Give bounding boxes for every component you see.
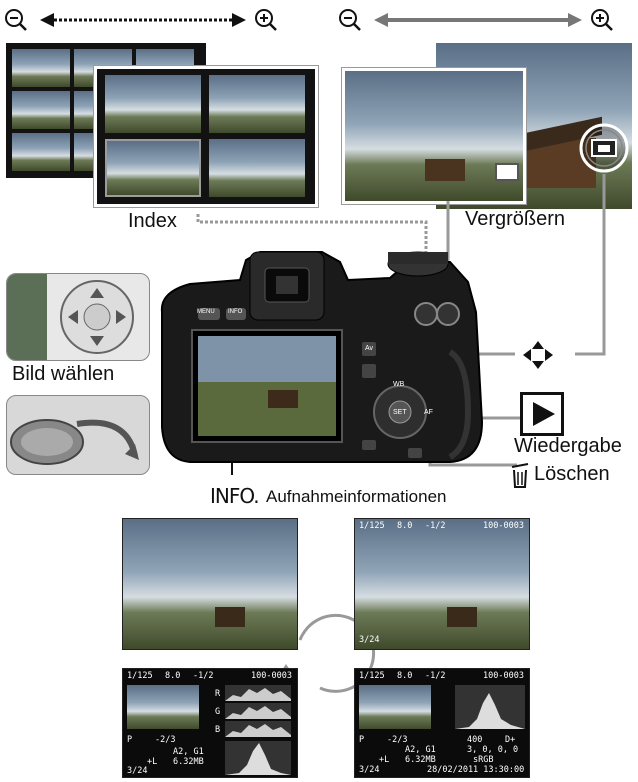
exposure-comp: -1/2 xyxy=(425,671,445,681)
flash-comp: -2/3 xyxy=(155,735,175,745)
wb-shift: A2, G1 xyxy=(173,747,204,757)
rgb-histograms xyxy=(225,685,291,775)
exposure-comp: -1/2 xyxy=(193,671,213,681)
shutter-speed: 1/125 xyxy=(359,671,385,681)
frame-counter: 3/24 xyxy=(127,766,147,776)
image-quality: +L xyxy=(379,755,389,765)
file-number: 100-0003 xyxy=(251,671,292,681)
display-rgb-histogram: 1/125 8.0 -1/2 100-0003 R G B P -2/3 A2,… xyxy=(122,668,298,778)
histogram-r-label: R xyxy=(215,689,220,699)
file-number: 100-0003 xyxy=(483,671,524,681)
image-quality: +L xyxy=(147,757,157,767)
display-brightness-histogram: 1/125 8.0 -1/2 100-0003 P -2/3 400 D+ A2… xyxy=(354,668,530,778)
exposure-comp: -1/2 xyxy=(425,521,445,531)
wb-shift: A2, G1 xyxy=(405,745,436,755)
file-size: 6.32MB xyxy=(405,755,436,765)
brightness-histogram xyxy=(455,685,525,729)
highlight-priority: D+ xyxy=(505,735,515,745)
display-basic-info: 1/125 8.0 -1/2 100-0003 3/24 xyxy=(354,518,530,650)
color-space: sRGB xyxy=(473,755,493,765)
aperture: 8.0 xyxy=(165,671,180,681)
picture-style: 3, 0, 0, 0 xyxy=(467,745,518,755)
shooting-mode: P xyxy=(359,735,364,745)
shutter-speed: 1/125 xyxy=(359,521,385,531)
shooting-mode: P xyxy=(127,735,132,745)
histogram-g-label: G xyxy=(215,707,220,717)
shutter-speed: 1/125 xyxy=(127,671,153,681)
aperture: 8.0 xyxy=(397,521,412,531)
file-size: 6.32MB xyxy=(173,757,204,767)
aperture: 8.0 xyxy=(397,671,412,681)
iso-speed: 400 xyxy=(467,735,482,745)
file-number: 100-0003 xyxy=(483,521,524,531)
date-time: 28/02/2011 13:30:00 xyxy=(427,765,524,775)
flash-comp: -2/3 xyxy=(387,735,407,745)
frame-counter: 3/24 xyxy=(359,765,379,775)
display-image-only xyxy=(122,518,298,650)
histogram-b-label: B xyxy=(215,725,220,735)
frame-counter: 3/24 xyxy=(359,635,379,645)
